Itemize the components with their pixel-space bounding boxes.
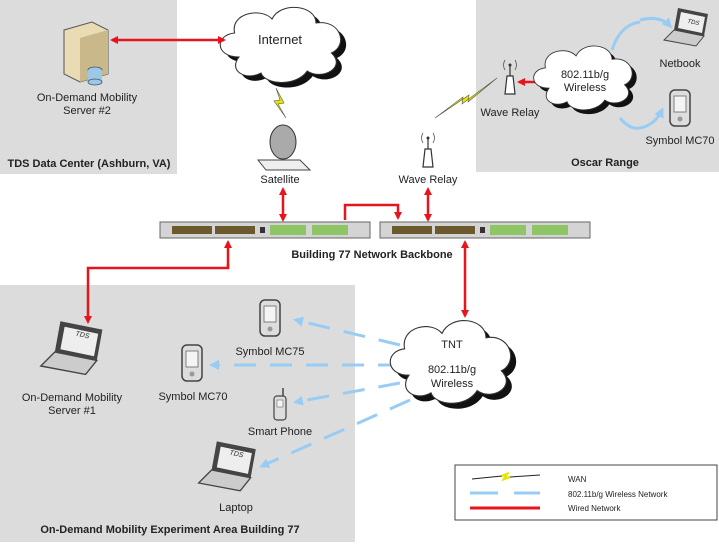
oscar-wireless-label-2: Wireless	[564, 82, 607, 94]
pda-icon	[259, 299, 281, 337]
satellite-dish-icon	[256, 124, 312, 171]
wireless-link-laptop	[259, 398, 411, 468]
wireless-link-mc75	[293, 316, 401, 347]
legend-wan-swatch	[501, 471, 511, 482]
pda-icon	[181, 344, 203, 382]
legend-wan-label: WAN	[568, 475, 587, 484]
wave-relay-high-label: Wave Relay	[481, 107, 540, 119]
tnt-label-2: 802.11b/g	[428, 364, 476, 376]
backbone-label: Building 77 Network Backbone	[291, 249, 452, 261]
legend-wired-label: Wired Network	[568, 504, 621, 513]
wireless-link-smartphone	[293, 381, 401, 406]
wireless-link	[610, 20, 641, 51]
server-icon	[63, 21, 109, 86]
wan-lightning-icon	[273, 87, 287, 119]
backbone-switch-2	[379, 221, 591, 239]
laptop-label: Laptop	[219, 502, 253, 514]
wave-relay-low-label: Wave Relay	[399, 174, 458, 186]
legend-wireless-label: 802.11b/g Wireless Network	[568, 490, 668, 499]
internet-label: Internet	[258, 32, 302, 47]
server1-screen-text: TDS	[75, 331, 90, 341]
mc75-label: Symbol MC75	[235, 346, 304, 358]
server2-label-line1: On-Demand Mobility	[37, 92, 138, 104]
zone-oscar-label: Oscar Range	[571, 157, 639, 169]
wireless-link	[618, 117, 641, 130]
smartphone-label: Smart Phone	[248, 426, 312, 438]
oscar-mc70-label: Symbol MC70	[645, 135, 714, 147]
wireless-link	[639, 17, 673, 29]
backbone-switch-1	[159, 221, 371, 239]
wave-relay-icon	[420, 132, 436, 168]
zone-datacenter-label: TDS Data Center (Ashburn, VA)	[8, 158, 171, 170]
server1-label-line2: Server #1	[48, 405, 96, 417]
zone-experiment-label: On-Demand Mobility Experiment Area Build…	[40, 524, 299, 536]
zone-experiment-area	[0, 285, 355, 542]
netbook-screen-text: TDS	[687, 19, 700, 27]
pda-icon	[669, 89, 691, 127]
server1-label-line1: On-Demand Mobility	[22, 392, 123, 404]
netbook-label: Netbook	[660, 58, 701, 70]
wireless-link	[639, 107, 664, 130]
smart-phone-icon	[273, 388, 287, 421]
satellite-label: Satellite	[260, 174, 299, 186]
mc70-label: Symbol MC70	[158, 391, 227, 403]
wan-lightning-icon	[434, 77, 498, 119]
tnt-label-3: Wireless	[431, 378, 474, 390]
laptop-screen-text: TDS	[229, 450, 244, 460]
server2-label-line2: Server #2	[63, 105, 111, 117]
legend: WAN 802.11b/g Wireless Network Wired Net…	[454, 464, 718, 521]
internet-cloud	[219, 6, 347, 89]
tnt-label-1: TNT	[441, 339, 463, 351]
wired-link-switch-interconnect	[343, 203, 402, 220]
oscar-wireless-label-1: 802.11b/g	[561, 69, 609, 81]
